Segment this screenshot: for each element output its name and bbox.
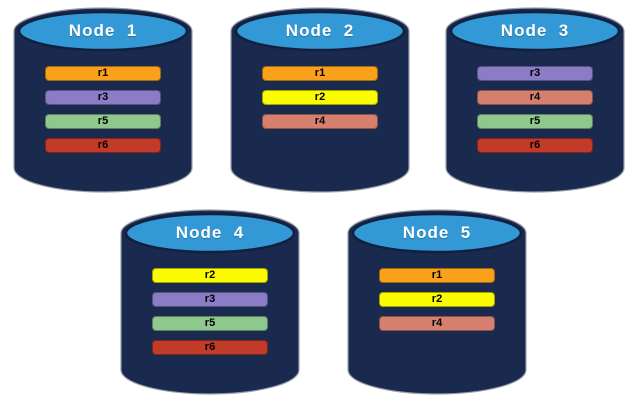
replica-bar-r2: r2 — [379, 292, 495, 307]
replica-bar-r2: r2 — [262, 90, 378, 105]
replica-bar-r1: r1 — [45, 66, 161, 81]
cylinder-top-ellipse — [124, 212, 296, 254]
replica-bar-r5: r5 — [45, 114, 161, 129]
node-title: Node 4 — [175, 222, 245, 242]
replica-list: r3 r4 r5 r6 — [477, 66, 593, 153]
replica-bar-r3: r3 — [152, 292, 268, 307]
database-node: Node 2 r1 r2 r4 — [230, 7, 410, 193]
replica-list: r1 r3 r5 r6 — [45, 66, 161, 153]
replica-bar-r6: r6 — [152, 340, 268, 355]
database-node: Node 3 r3 r4 r5 r6 — [445, 7, 625, 193]
replica-bar-r1: r1 — [379, 268, 495, 283]
cylinder-top-ellipse — [449, 10, 621, 52]
database-node: Node 1 r1 r3 r5 r6 — [13, 7, 193, 193]
replica-bar-r4: r4 — [262, 114, 378, 129]
replica-bar-r1: r1 — [262, 66, 378, 81]
replica-bar-r5: r5 — [152, 316, 268, 331]
cylinder-top-ellipse — [17, 10, 189, 52]
database-node: Node 5 r1 r2 r4 — [347, 209, 527, 395]
node-title: Node 5 — [402, 222, 472, 242]
cylinder-top-ellipse — [234, 10, 406, 52]
replica-bar-r6: r6 — [477, 138, 593, 153]
replica-list: r1 r2 r4 — [262, 66, 378, 129]
node-title: Node 3 — [500, 20, 570, 40]
replica-list: r1 r2 r4 — [379, 268, 495, 331]
replica-bar-r4: r4 — [477, 90, 593, 105]
replica-bar-r2: r2 — [152, 268, 268, 283]
replica-list: r2 r3 r5 r6 — [152, 268, 268, 355]
replica-bar-r3: r3 — [45, 90, 161, 105]
replica-bar-r5: r5 — [477, 114, 593, 129]
node-title: Node 2 — [285, 20, 355, 40]
node-title: Node 1 — [68, 20, 138, 40]
cylinder-top-ellipse — [351, 212, 523, 254]
replica-bar-r6: r6 — [45, 138, 161, 153]
database-node: Node 4 r2 r3 r5 r6 — [120, 209, 300, 395]
replica-bar-r3: r3 — [477, 66, 593, 81]
replica-bar-r4: r4 — [379, 316, 495, 331]
